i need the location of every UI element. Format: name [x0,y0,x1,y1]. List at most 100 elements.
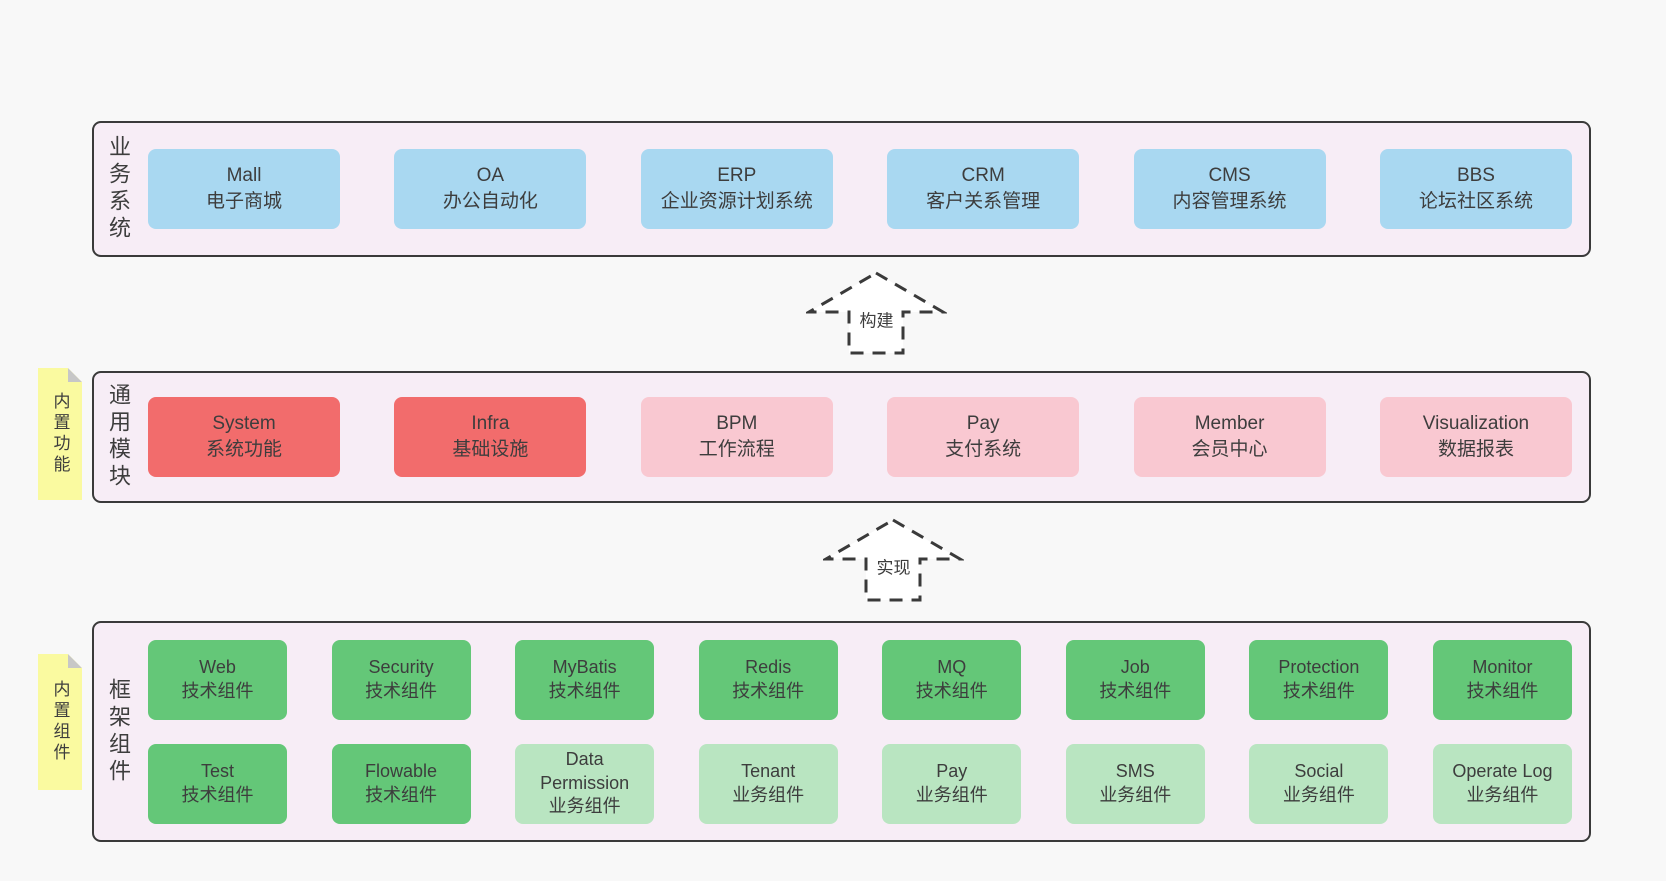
module-title: Flowable [365,761,438,782]
module-box-mall: Mall 电子商城 [148,149,340,229]
module-subtitle: 电子商城 [205,191,282,212]
module-title: Job [1120,657,1150,678]
module-row: System 系统功能 Infra 基础设施 BPM 工作流程 Pay 支付系统 Member 会… [148,397,1572,477]
module-title: ERP [717,164,757,186]
module-title: BBS [1456,164,1495,186]
module-title: CRM [961,164,1005,186]
module-title: Web [199,657,236,678]
sticky-note-built-in-features: 内置功能 [38,368,82,500]
module-subtitle: 业务组件 [1466,784,1539,805]
sticky-note-built-in-components: 内置组件 [38,654,82,790]
sticky-note-text: 内置组件 [50,680,70,764]
module-title: Security [368,657,434,678]
module-subtitle: 技术组件 [365,784,438,805]
module-title: Monitor [1472,657,1533,678]
module-subtitle: 技术组件 [548,680,621,701]
module-subtitle: 技术组件 [732,680,805,701]
module-subtitle: 基础设施 [452,439,529,460]
module-title: SMS [1115,761,1155,782]
module-rows: Mall 电子商城 OA 办公自动化 ERP 企业资源计划系统 CRM 客户关系管理 CMS 内容… [148,123,1572,255]
module-subtitle: 业务组件 [1282,784,1355,805]
module-title: Redis [745,657,792,678]
module-title: Mall [226,164,262,186]
module-box-infra: Infra 基础设施 [394,397,587,477]
layer-label-framework-components: 框架组件 [106,677,131,786]
module-rows: System 系统功能 Infra 基础设施 BPM 工作流程 Pay 支付系统 Member 会… [148,373,1572,501]
module-subtitle: 业务组件 [1099,784,1172,805]
module-box-crm: CRM 客户关系管理 [887,149,1080,229]
module-box-pay: Pay 支付系统 [887,397,1080,477]
module-subtitle: 客户关系管理 [926,191,1041,212]
module-subtitle: 企业资源计划系统 [660,191,813,212]
module-title: MQ [937,657,967,678]
module-box-bpm: BPM 工作流程 [640,397,833,477]
module-title: Visualization [1422,412,1530,434]
layer-common-modules: 通用模块 System 系统功能 Infra 基础设施 BPM 工作流程 Pay 支付系统 Me… [92,371,1591,503]
module-title: Protection [1278,657,1360,678]
module-subtitle: 业务组件 [548,796,621,817]
arrow-build-label: 构建 [857,305,896,333]
module-subtitle: 支付系统 [945,439,1022,460]
module-subtitle: 工作流程 [698,439,775,460]
module-subtitle: 业务组件 [915,784,988,805]
module-subtitle: 论坛社区系统 [1418,191,1533,212]
arrow-implement: 实现 [823,517,964,603]
module-subtitle: 技术组件 [915,680,988,701]
module-title: Test [200,761,234,782]
module-title: BPM [716,412,758,434]
module-title: Operate Log [1452,761,1553,782]
module-subtitle: 技术组件 [365,680,438,701]
module-title: Social [1294,761,1344,782]
module-title: OA [476,164,505,186]
module-box-cms: CMS 内容管理系统 [1133,149,1326,229]
module-subtitle: 系统功能 [205,439,282,460]
module-subtitle: 技术组件 [181,784,254,805]
module-box-bbs: BBS 论坛社区系统 [1379,149,1572,229]
module-subtitle: 技术组件 [1282,680,1355,701]
module-row: Mall 电子商城 OA 办公自动化 ERP 企业资源计划系统 CRM 客户关系管理 CMS 内容… [148,149,1572,229]
module-title: Infra [471,412,510,434]
module-title: Tenant [741,761,796,782]
layer-label-business-systems: 业务系统 [106,135,131,243]
module-subtitle: 会员中心 [1191,439,1268,460]
module-subtitle: 技术组件 [1466,680,1539,701]
sticky-note-text: 内置功能 [50,392,70,476]
module-title: Member [1194,412,1265,434]
module-subtitle: 办公自动化 [442,191,538,212]
module-subtitle: 内容管理系统 [1172,191,1287,212]
module-subtitle: 业务组件 [732,784,805,805]
module-title: Data Permission [540,749,630,793]
layer-label-common-modules: 通用模块 [106,383,131,491]
module-box-oa: OA 办公自动化 [394,149,587,229]
module-subtitle: 技术组件 [181,680,254,701]
module-title: Pay [966,412,1000,434]
module-title: CMS [1208,164,1251,186]
module-title: MyBatis [552,657,617,678]
layer-business-systems: 业务系统 Mall 电子商城 OA 办公自动化 ERP 企业资源计划系统 CRM 客户关系管理… [92,121,1591,257]
module-box-system: System 系统功能 [148,397,340,477]
module-subtitle: 技术组件 [1099,680,1172,701]
module-title: System [212,412,276,434]
arrow-implement-label: 实现 [874,552,913,580]
module-box-erp: ERP 企业资源计划系统 [640,149,833,229]
